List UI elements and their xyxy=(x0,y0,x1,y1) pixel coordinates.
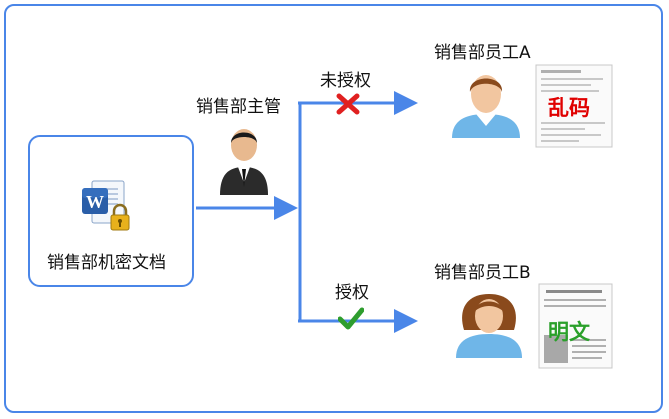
word-document-lock-icon: W xyxy=(82,180,130,231)
employee-male-icon xyxy=(452,75,520,138)
garbled-stamp: 乱码 xyxy=(548,96,590,120)
employee-female-icon xyxy=(456,294,522,358)
authorized-label: 授权 xyxy=(335,283,369,303)
cross-icon xyxy=(336,93,360,115)
plaintext-document-icon xyxy=(538,283,613,369)
check-icon xyxy=(338,307,364,330)
manager-label: 销售部主管 xyxy=(196,97,281,117)
svg-text:W: W xyxy=(86,192,104,212)
employee-b-label: 销售部员工B xyxy=(434,263,531,283)
manager-person-icon xyxy=(220,129,268,195)
unauthorized-label: 未授权 xyxy=(320,71,371,91)
employee-a-label: 销售部员工A xyxy=(434,43,531,63)
document-label: 销售部机密文档 xyxy=(47,253,166,273)
plaintext-stamp: 明文 xyxy=(548,320,590,344)
garbled-document-icon xyxy=(535,64,613,148)
